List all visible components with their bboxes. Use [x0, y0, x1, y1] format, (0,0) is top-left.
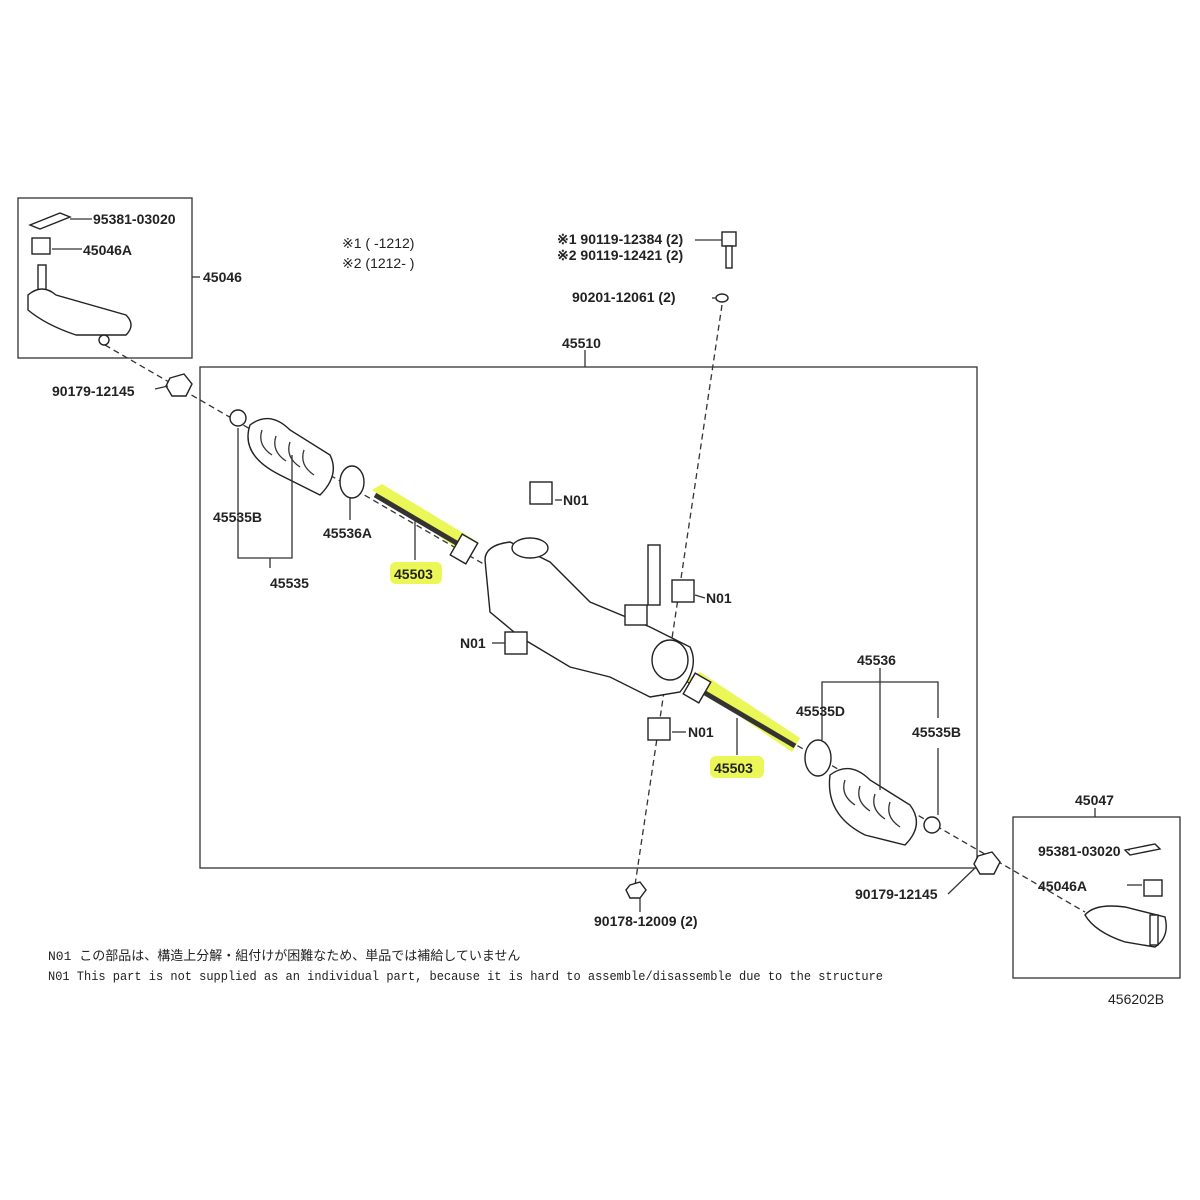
label-tie-rod-end-right: 45047	[1075, 792, 1114, 808]
right-tie-rod-drawing	[682, 672, 797, 749]
note-serial-2: ※2 (1212- )	[342, 255, 414, 271]
label-n01-a: N01	[563, 492, 589, 508]
label-n01-b: N01	[706, 590, 732, 606]
highlight-label-left	[390, 562, 442, 584]
label-boot-right: 45536	[857, 652, 896, 668]
label-n01-c: N01	[460, 635, 486, 651]
label-clip-right: 45535B	[912, 724, 961, 740]
left-tie-rod-end-drawing	[27, 212, 132, 346]
label-bolt-2: ※2 90119-12421 (2)	[557, 247, 683, 263]
label-gear-assy: 45510	[562, 335, 601, 351]
label-lock-nut-left: 90179-12145	[52, 383, 135, 399]
label-nut-left: 45046A	[83, 242, 132, 258]
gear-assembly-box	[199, 366, 978, 869]
label-bolt-1: ※1 90119-12384 (2)	[557, 231, 683, 247]
left-lock-nut-drawing	[165, 373, 193, 397]
right-lock-nut-drawing	[973, 851, 1001, 875]
label-tie-rod-right: 45503	[714, 760, 753, 776]
main-axis-dashed	[104, 344, 1086, 913]
bottom-nut-drawing	[625, 881, 647, 899]
label-cotter-pin-right: 95381-03020	[1038, 843, 1121, 859]
label-clamp-left: 45536A	[323, 525, 372, 541]
highlight-label-right	[710, 756, 764, 778]
leader-lines	[52, 218, 1142, 912]
note-serial-1: ※1 ( -1212)	[342, 235, 414, 251]
footnote-english: N01 This part is not supplied as an indi…	[48, 969, 883, 984]
left-boot-drawing	[229, 409, 365, 499]
label-nut-bottom: 90178-12009 (2)	[594, 913, 698, 929]
label-tie-rod-left: 45503	[394, 566, 433, 582]
label-cotter-pin-left: 95381-03020	[93, 211, 176, 227]
footnote-japanese: N01 この部品は、構造上分解・組付けが困難なため、単品では補給していません	[48, 948, 520, 964]
label-n01-d: N01	[688, 724, 714, 740]
left-tie-rod-drawing	[373, 492, 479, 565]
left-tie-rod-end-box	[17, 197, 193, 359]
label-washer: 90201-12061 (2)	[572, 289, 676, 305]
bolt-drawing	[715, 231, 737, 303]
drawing-number: 456202B	[1108, 991, 1164, 1007]
label-clamp-right: 45535D	[796, 703, 845, 719]
right-tie-rod-end-box	[1012, 816, 1181, 979]
label-clip-left: 45535B	[213, 509, 262, 525]
label-tie-rod-end-left: 45046	[203, 269, 242, 285]
label-nut-right: 45046A	[1038, 878, 1087, 894]
rack-housing-drawing	[484, 481, 695, 741]
label-boot-left: 45535	[270, 575, 309, 591]
label-lock-nut-right: 90179-12145	[855, 886, 938, 902]
right-boot-drawing	[804, 739, 941, 846]
right-tie-rod-end-drawing	[1084, 843, 1167, 948]
